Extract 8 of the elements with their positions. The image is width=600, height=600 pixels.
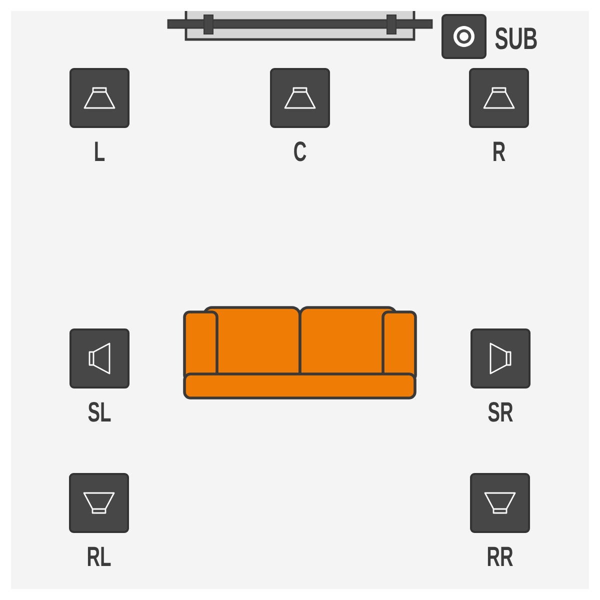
channel-label: C (294, 142, 306, 162)
channel-label: RL (88, 546, 111, 566)
channel-label: L (95, 142, 105, 161)
channel-label: R (494, 142, 506, 161)
channel-label: RR (488, 546, 513, 566)
channel-label: SR (488, 402, 513, 422)
channel-label: SUB (495, 27, 537, 50)
channel-label: SL (88, 402, 111, 422)
